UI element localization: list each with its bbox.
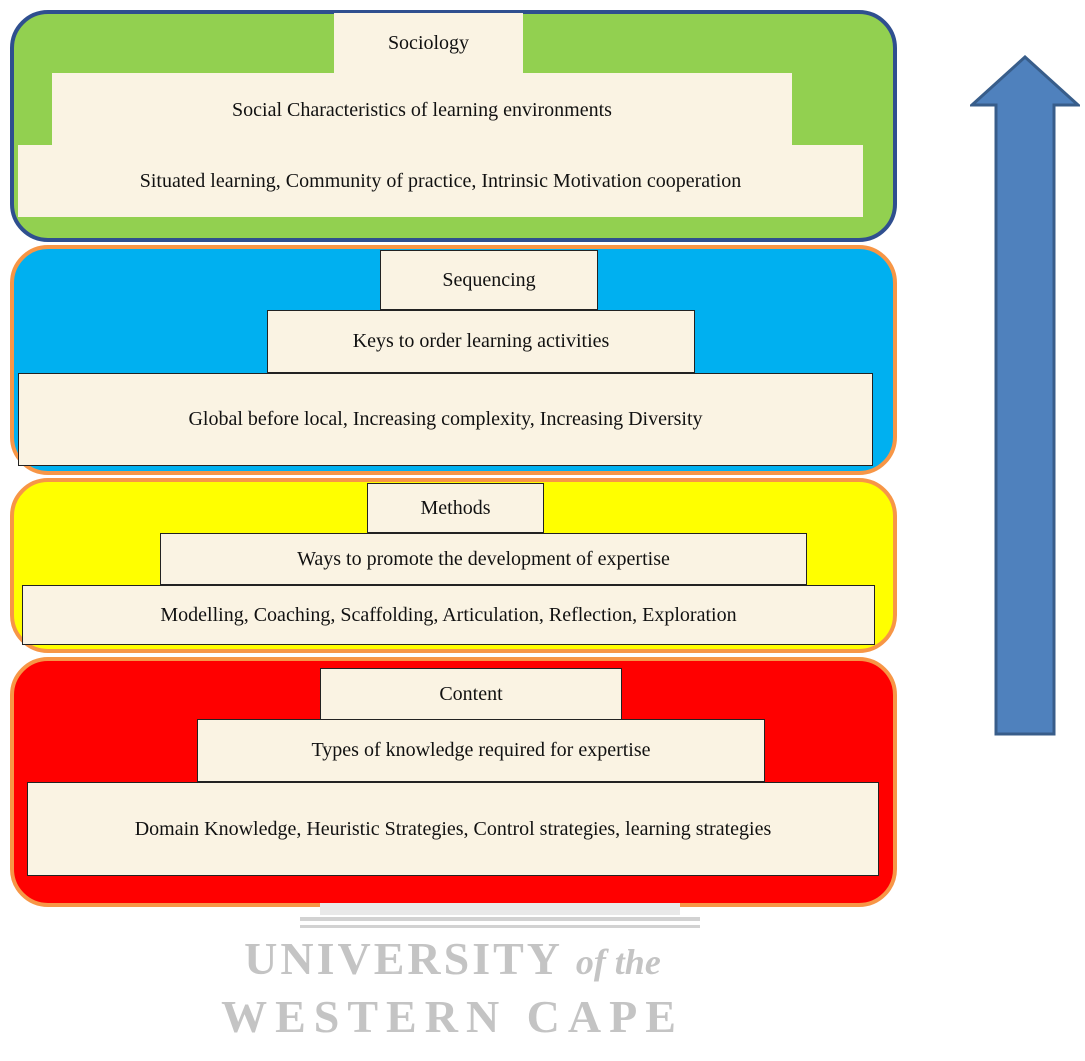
up-arrow-shape bbox=[970, 55, 1080, 736]
watermark-line-1: UNIVERSITY of the bbox=[0, 932, 905, 985]
content-detail: Domain Knowledge, Heuristic Strategies, … bbox=[27, 782, 879, 876]
content-title: Content bbox=[320, 668, 622, 720]
up-arrow-icon bbox=[970, 55, 1080, 736]
methods-title: Methods bbox=[367, 483, 544, 533]
sociology-title: Sociology bbox=[334, 13, 523, 73]
sequencing-detail: Global before local, Increasing complexi… bbox=[18, 373, 873, 466]
methods-subtitle: Ways to promote the development of exper… bbox=[160, 533, 807, 585]
watermark-building-icon bbox=[300, 903, 700, 928]
watermark-of-the: of the bbox=[575, 942, 661, 982]
content-subtitle: Types of knowledge required for expertis… bbox=[197, 719, 765, 782]
sociology-subtitle: Social Characteristics of learning envir… bbox=[52, 73, 792, 148]
methods-detail: Modelling, Coaching, Scaffolding, Articu… bbox=[22, 585, 875, 645]
sequencing-subtitle: Keys to order learning activities bbox=[267, 310, 695, 373]
sequencing-title: Sequencing bbox=[380, 250, 598, 310]
watermark-line-2: WESTERN CAPE bbox=[221, 991, 684, 1042]
sociology-detail: Situated learning, Community of practice… bbox=[18, 145, 863, 217]
watermark-university: UNIVERSITY bbox=[244, 933, 562, 984]
